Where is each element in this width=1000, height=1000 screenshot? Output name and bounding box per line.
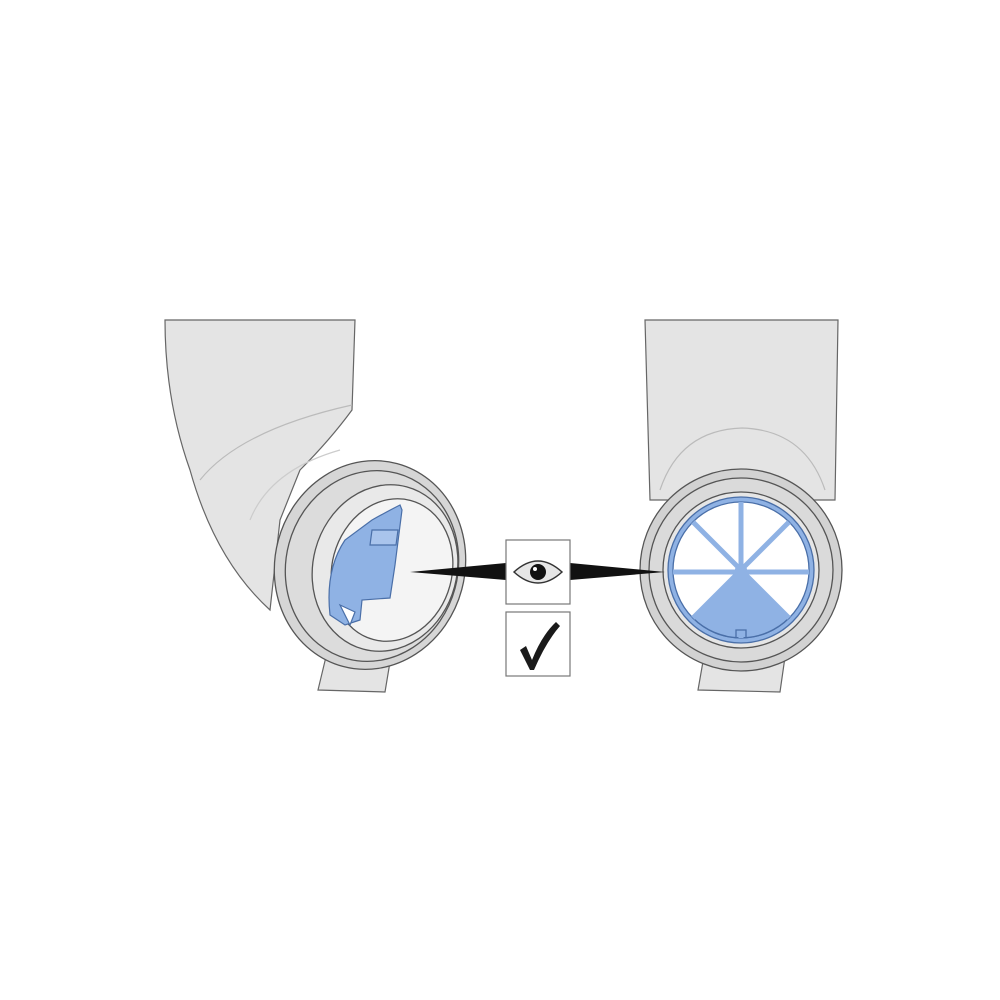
connector-right: [570, 563, 665, 580]
left-valve-flap: [328, 504, 403, 627]
checkmark-icon: [505, 611, 571, 677]
connector-left: [410, 563, 506, 580]
eye-icon: [505, 539, 571, 605]
right-valve: [667, 496, 815, 644]
